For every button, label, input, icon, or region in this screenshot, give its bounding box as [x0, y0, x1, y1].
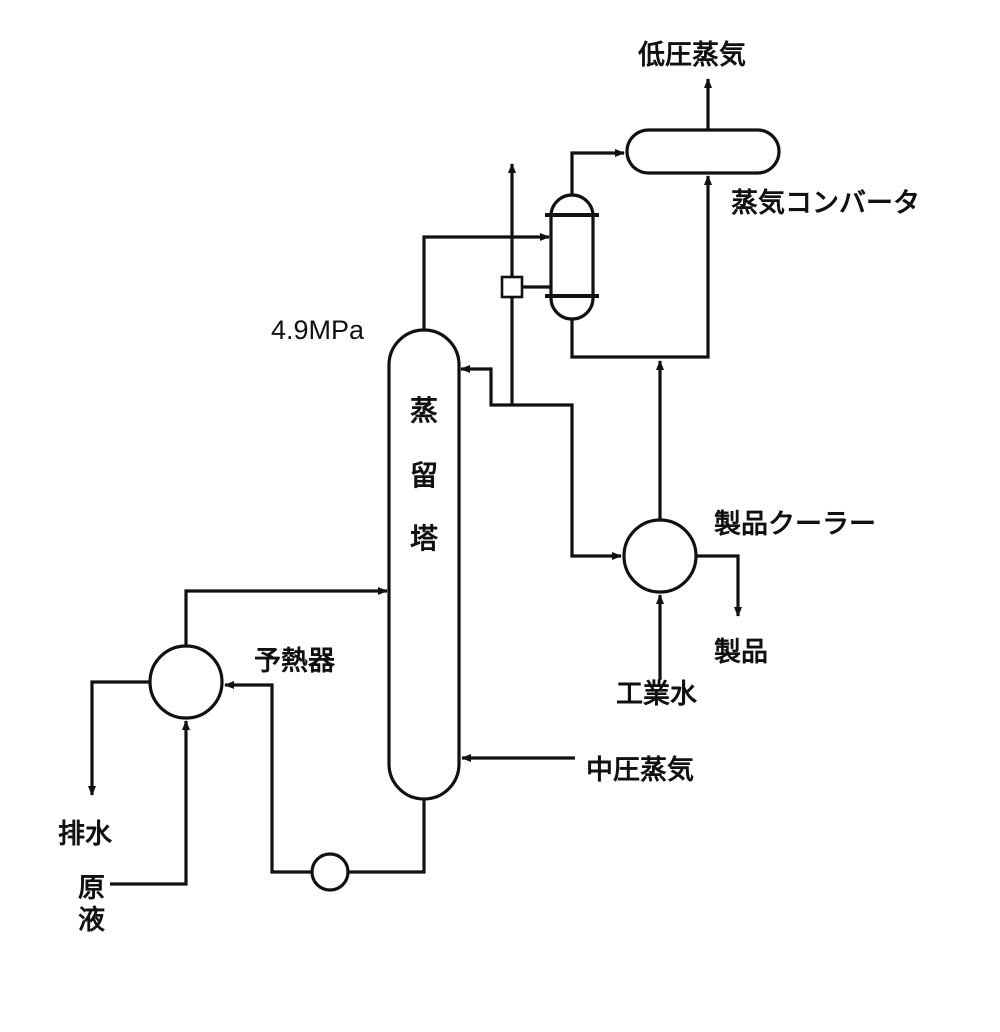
raw-liquid-label-char-2: 液	[78, 905, 105, 936]
product-label: 製品	[714, 637, 768, 668]
steam-converter-label: 蒸気コンバータ	[731, 187, 920, 219]
bottoms-pump	[310, 852, 350, 892]
column-label-char-3: 塔	[410, 522, 439, 555]
drain-line	[88, 680, 150, 796]
raw-liquid-line	[110, 720, 190, 886]
control-valve-box	[500, 275, 524, 299]
converter-steam-line	[570, 149, 625, 195]
pressure-label: 4.9MPa	[271, 315, 365, 345]
product-outlet-line	[696, 554, 742, 617]
feed-to-column-line	[184, 587, 388, 646]
preheater-exchanger	[148, 644, 224, 720]
raw-liquid-label-char-1: 原	[78, 873, 105, 904]
product-cooler-exchanger	[622, 518, 698, 594]
low-pressure-steam-label: 低圧蒸気	[637, 39, 746, 71]
pump-to-preheater-line	[224, 681, 312, 874]
bottoms-line	[348, 799, 426, 874]
column-label-char-1: 蒸	[410, 394, 438, 427]
boiler-water-line	[570, 175, 712, 359]
medium-pressure-steam-label: 中圧蒸気	[586, 754, 694, 786]
reflux-return-line	[460, 365, 512, 407]
distillate-to-cooler-line	[512, 403, 622, 560]
column-label-char-2: 留	[410, 459, 438, 492]
steam-converter-drum	[625, 128, 781, 175]
product-cooler-label: 製品クーラー	[714, 509, 876, 540]
overhead-vapor-line	[422, 233, 550, 330]
industrial-water-label: 工業水	[616, 679, 698, 710]
preheater-label: 予熱器	[254, 646, 336, 677]
drain-label: 排水	[58, 819, 113, 850]
